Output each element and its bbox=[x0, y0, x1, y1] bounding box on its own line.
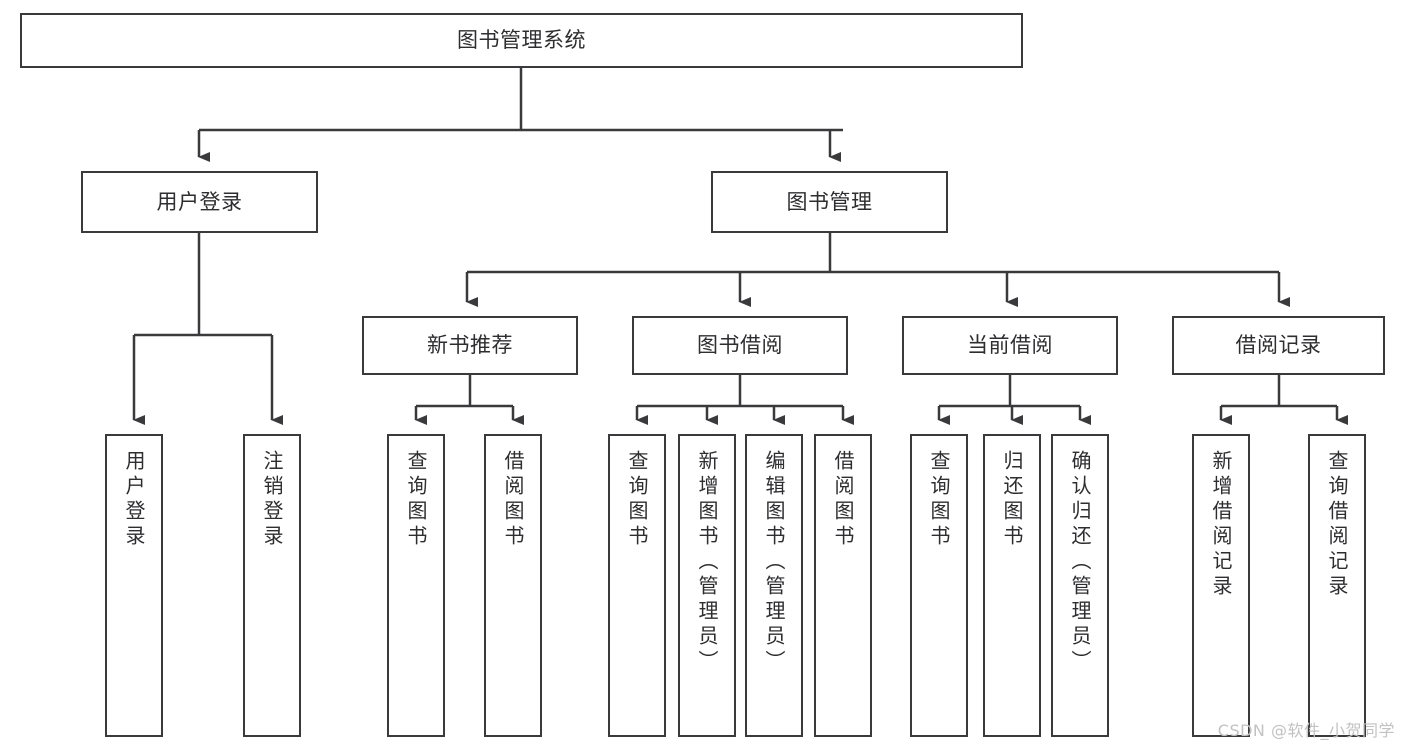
node-leaf-return-book[interactable]: 归还图书 bbox=[983, 434, 1041, 737]
node-borrow-record[interactable]: 借阅记录 bbox=[1172, 316, 1385, 375]
node-new-book-rec[interactable]: 新书推荐 bbox=[362, 316, 578, 375]
node-leaf-query-book-3[interactable]: 查询图书 bbox=[910, 434, 968, 737]
node-book-manage[interactable]: 图书管理 bbox=[711, 171, 948, 233]
node-leaf-user-login-label: 用户登录 bbox=[122, 450, 146, 550]
node-leaf-confirm-return[interactable]: 确认归还（管理员） bbox=[1051, 434, 1109, 737]
node-leaf-query-book-2-label: 查询图书 bbox=[625, 450, 649, 550]
node-leaf-confirm-return-label: 确认归还（管理员） bbox=[1068, 450, 1092, 675]
node-leaf-borrow-book-1[interactable]: 借阅图书 bbox=[484, 434, 542, 737]
node-root[interactable]: 图书管理系统 bbox=[20, 13, 1023, 68]
node-leaf-borrow-book-1-label: 借阅图书 bbox=[501, 450, 525, 550]
node-user-login-label: 用户登录 bbox=[156, 189, 243, 214]
node-leaf-query-book-1[interactable]: 查询图书 bbox=[387, 434, 445, 737]
node-leaf-edit-book-label: 编辑图书（管理员） bbox=[762, 450, 786, 675]
node-book-borrow[interactable]: 图书借阅 bbox=[632, 316, 848, 375]
node-new-book-rec-label: 新书推荐 bbox=[427, 333, 513, 358]
node-leaf-query-book-2[interactable]: 查询图书 bbox=[608, 434, 666, 737]
node-leaf-return-book-label: 归还图书 bbox=[1000, 450, 1024, 550]
node-current-borrow-label: 当前借阅 bbox=[967, 333, 1053, 358]
node-leaf-borrow-book-2-label: 借阅图书 bbox=[831, 450, 855, 550]
node-leaf-borrow-book-2[interactable]: 借阅图书 bbox=[814, 434, 872, 737]
node-leaf-add-book-label: 新增图书（管理员） bbox=[695, 450, 719, 675]
node-leaf-add-book[interactable]: 新增图书（管理员） bbox=[678, 434, 736, 737]
node-leaf-query-book-3-label: 查询图书 bbox=[927, 450, 951, 550]
node-leaf-add-record[interactable]: 新增借阅记录 bbox=[1192, 434, 1250, 737]
node-leaf-logout-label: 注销登录 bbox=[260, 450, 284, 550]
node-leaf-query-record-label: 查询借阅记录 bbox=[1325, 450, 1349, 600]
node-leaf-user-login[interactable]: 用户登录 bbox=[105, 434, 163, 737]
node-user-login[interactable]: 用户登录 bbox=[81, 171, 318, 233]
node-leaf-edit-book[interactable]: 编辑图书（管理员） bbox=[745, 434, 803, 737]
node-root-label: 图书管理系统 bbox=[457, 28, 586, 53]
node-borrow-record-label: 借阅记录 bbox=[1235, 333, 1322, 358]
node-leaf-add-record-label: 新增借阅记录 bbox=[1209, 450, 1233, 600]
watermark: CSDN @软件_小贺同学 bbox=[1217, 721, 1395, 740]
node-leaf-query-book-1-label: 查询图书 bbox=[404, 450, 428, 550]
node-leaf-query-record[interactable]: 查询借阅记录 bbox=[1308, 434, 1366, 737]
node-current-borrow[interactable]: 当前借阅 bbox=[902, 316, 1118, 375]
node-book-borrow-label: 图书借阅 bbox=[697, 333, 783, 358]
node-book-manage-label: 图书管理 bbox=[786, 189, 873, 214]
node-leaf-logout[interactable]: 注销登录 bbox=[243, 434, 301, 737]
